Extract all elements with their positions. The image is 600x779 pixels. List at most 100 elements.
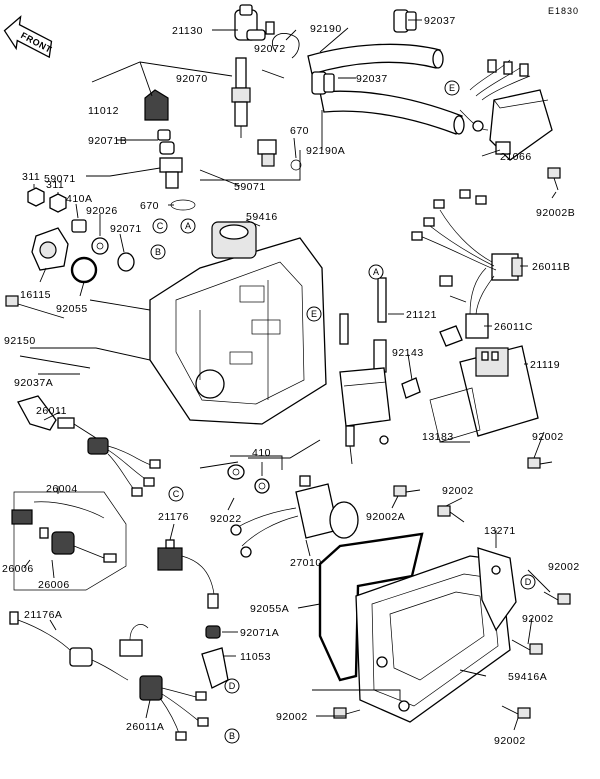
cover-59416a-drawing	[355, 555, 511, 723]
part-label: 92072	[254, 43, 286, 55]
circle-ref-c-mid: C	[168, 486, 184, 502]
part-label: 26011B	[532, 261, 570, 273]
clip-ring-drawing	[271, 32, 300, 59]
svg-text:D: D	[229, 681, 236, 691]
part-label: 92143	[392, 347, 424, 359]
part-label: 21066	[500, 151, 532, 163]
part-label: 21176	[158, 511, 189, 523]
part-label: 11053	[240, 651, 271, 663]
svg-text:A: A	[373, 267, 379, 277]
svg-text:D: D	[525, 577, 532, 587]
part-label: 92002	[276, 711, 308, 723]
gasket-92055a-drawing	[318, 532, 424, 682]
part-label: 13271	[484, 525, 516, 537]
regulator-21066-drawing	[459, 59, 553, 161]
bolt-92002b-drawing	[547, 167, 561, 191]
part-label: 410A	[66, 193, 93, 205]
part-label: 26011A	[126, 721, 164, 733]
part-label: 92190A	[306, 145, 345, 157]
part-label: 670	[140, 200, 159, 212]
part-label: 92071B	[88, 135, 127, 147]
part-label: 16115	[20, 289, 51, 301]
leader-lines	[19, 19, 557, 731]
part-label: 59071	[234, 181, 266, 193]
harness-26011b-drawing	[411, 189, 523, 281]
part-label: 92190	[310, 23, 342, 35]
harness-26011c-drawing	[439, 267, 495, 339]
part-label: 92002	[494, 735, 526, 747]
svg-text:C: C	[157, 221, 164, 231]
part-label: 26011	[36, 405, 67, 417]
hose-92190a-drawing	[319, 90, 465, 135]
svg-text:A: A	[185, 221, 191, 231]
part-label: 11012	[88, 105, 119, 117]
harness-21176-drawing	[157, 539, 219, 609]
cdi-unit-21119-drawing	[429, 345, 539, 443]
part-label: 92070	[176, 73, 208, 85]
left-small-parts-drawing	[27, 187, 135, 284]
part-label: 26004	[46, 483, 78, 495]
part-label: 92150	[4, 335, 36, 347]
spark-plug-drawing	[231, 57, 251, 138]
part-label: 26006	[2, 563, 34, 575]
harness-21176a-26011a-drawing	[9, 611, 209, 741]
part-label: 26011C	[494, 321, 533, 333]
circle-ref-a-top: A	[180, 218, 196, 234]
spacer-92143-drawing	[401, 325, 463, 399]
hose-clamps-drawing	[311, 9, 417, 95]
svg-text:B: B	[229, 731, 235, 741]
part-label: 92071A	[240, 627, 279, 639]
part-label: 21130	[172, 25, 203, 37]
circle-ref-c-top: C	[152, 218, 168, 234]
circle-ref-b-bottom: B	[224, 728, 240, 744]
part-label: 92055A	[250, 603, 289, 615]
part-label: 92002B	[536, 207, 575, 219]
bolt-92002-right-drawing	[527, 457, 553, 469]
small-fittings-drawing	[159, 139, 302, 211]
plug-cap-boot-drawing	[144, 89, 171, 141]
spark-plug-cap-drawing	[234, 4, 275, 41]
bolt-92150-drawing	[5, 295, 65, 319]
part-label: 92071	[110, 223, 142, 235]
part-label: 92037A	[14, 377, 53, 389]
electric-case-59416-drawing	[149, 221, 327, 425]
part-label: 92002	[522, 613, 554, 625]
circle-ref-e-right: E	[444, 80, 460, 96]
ignition-coil-21121-drawing	[339, 277, 391, 465]
kit-26004-drawing	[11, 491, 127, 591]
part-label: 92022	[210, 513, 242, 525]
part-number-labels: 21130 92072 92190 92037 92037 92070 1101…	[2, 15, 580, 747]
circle-ref-b-top: B	[150, 244, 166, 260]
part-label: 410	[252, 447, 271, 459]
figure-code: E1830	[548, 6, 579, 16]
harness-26011-drawing	[17, 395, 161, 497]
part-label: 27010	[290, 557, 322, 569]
hose-92190-drawing	[307, 43, 444, 75]
svg-text:E: E	[311, 309, 317, 319]
circle-ref-e-left: E	[306, 306, 322, 322]
part-label: 92055	[56, 303, 88, 315]
part-label: 92002	[442, 485, 474, 497]
svg-text:C: C	[173, 489, 180, 499]
part-label: 92002	[548, 561, 580, 573]
part-label: 670	[290, 125, 309, 137]
part-label: 92037	[356, 73, 388, 85]
part-label: 59416	[246, 211, 278, 223]
part-label: 311	[46, 179, 64, 191]
plate-13271-drawing	[477, 547, 517, 632]
part-label: 59416A	[508, 671, 547, 683]
circle-ref-d-bottom: D	[224, 678, 240, 694]
part-label: 311	[22, 171, 40, 183]
part-label: 13183	[422, 431, 454, 443]
part-label: 21176A	[24, 609, 62, 621]
part-label: 26006	[38, 579, 70, 591]
part-label: 21119	[530, 359, 560, 371]
bolt-92002a-drawing	[393, 485, 421, 497]
part-label: 59071	[44, 173, 76, 185]
washers-410-92022-drawing	[227, 464, 270, 494]
part-label: 92026	[86, 205, 118, 217]
svg-text:E: E	[449, 83, 455, 93]
part-label: 92002A	[366, 511, 405, 523]
circle-ref-a-right: A	[368, 264, 384, 280]
